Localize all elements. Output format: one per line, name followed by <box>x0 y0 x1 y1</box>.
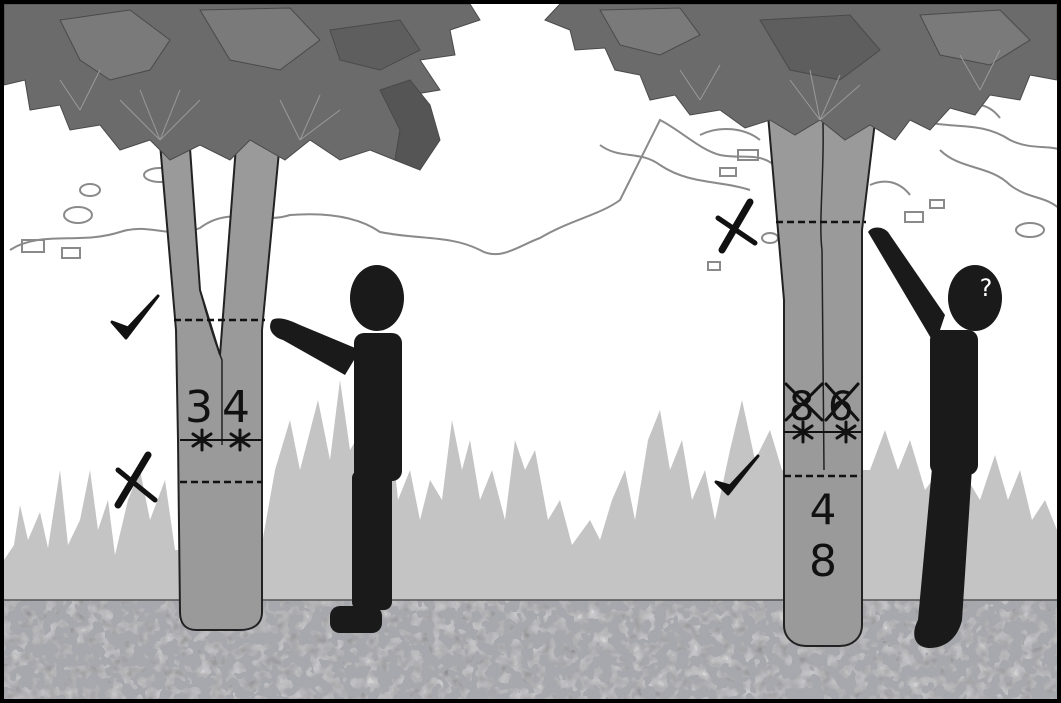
brush-band <box>4 380 1057 600</box>
person-left-torso <box>354 333 402 481</box>
right-tree-number-bottom: 8 <box>809 536 837 587</box>
person-left-leg <box>352 470 392 610</box>
right-tree-canopy <box>545 4 1057 140</box>
left-tree-number-left: 3 <box>185 382 213 433</box>
question-mark-icon: ? <box>980 274 993 302</box>
person-left-arm <box>270 318 360 375</box>
person-right-head <box>948 265 1002 331</box>
gravel-ground <box>4 600 1057 699</box>
left-tree-canopy <box>4 4 480 170</box>
person-right-arm <box>868 228 945 346</box>
person-right-torso <box>930 330 978 475</box>
right-tree-number-top: 4 <box>810 485 837 534</box>
left-tree-number-right: 4 <box>222 382 250 433</box>
person-left-head <box>350 265 404 331</box>
x-mark-icon <box>718 202 755 250</box>
checkmark-icon <box>112 296 158 338</box>
person-left-foot <box>330 606 382 633</box>
